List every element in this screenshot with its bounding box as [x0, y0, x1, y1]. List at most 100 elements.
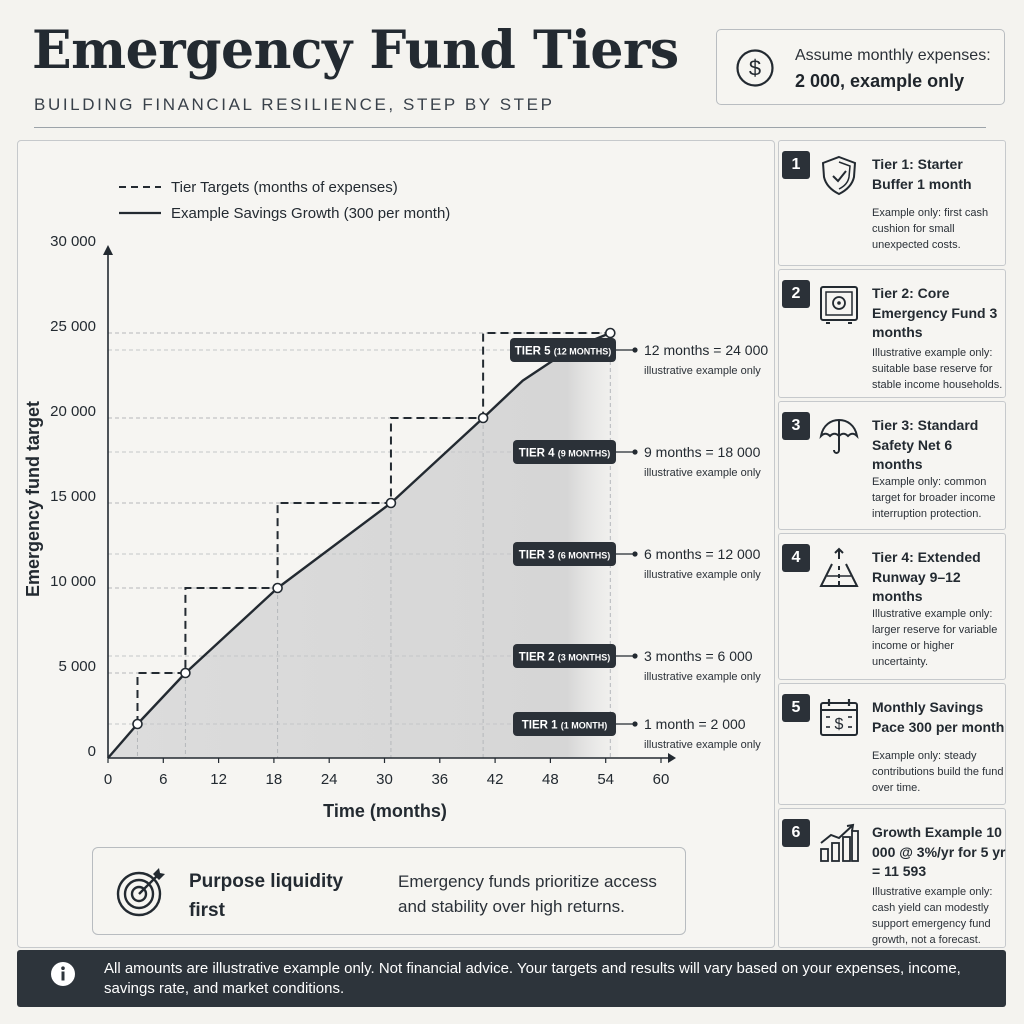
card-description: Example only: steady contributions build…	[872, 750, 1004, 794]
card-description: Illustrative example only: cash yield ca…	[872, 886, 993, 946]
x-tick-label: 42	[487, 771, 504, 788]
data-point-marker	[385, 497, 397, 509]
tier-note: illustrative example only	[644, 739, 761, 751]
y-axis-title: Emergency fund target	[23, 401, 43, 597]
data-point-marker	[605, 327, 616, 339]
card-number: 5	[782, 694, 810, 722]
tier-badge-label: TIER 1 (1 MONTH)	[522, 720, 607, 732]
page-subtitle: BUILDING FINANCIAL RESILIENCE, STEP BY S…	[34, 95, 555, 114]
card-number: 1	[782, 151, 810, 179]
x-tick-label: 24	[321, 771, 338, 788]
x-tick-label: 18	[266, 771, 283, 788]
dollar-icon: $	[736, 49, 774, 87]
tier-note: illustrative example only	[644, 467, 761, 479]
tier-badge	[513, 644, 616, 668]
disclaimer-footer: All amounts are illustrative example onl…	[17, 950, 1006, 1007]
y-tick-label: 5 000	[58, 658, 96, 675]
savings-area	[108, 333, 619, 758]
assumption-label: Assume monthly expenses:	[795, 47, 991, 64]
tier-card-5: 5 $ Monthly Savings Pace 300 per month E…	[778, 683, 1006, 805]
target-icon	[116, 868, 165, 917]
tier-badge-label: TIER 2 (3 MONTHS)	[519, 652, 610, 664]
x-tick-label: 60	[653, 771, 670, 788]
tier-card-4: 4 Tier 4: Extended Runway 9–12 months Il…	[778, 533, 1006, 680]
x-axis-title: Time (months)	[323, 801, 447, 821]
card-title: Growth Example 10 000 @ 3%/yr for 5 yr =…	[872, 824, 1006, 879]
tier-badge-label: TIER 4 (9 MONTHS)	[519, 448, 610, 460]
tier-value-label: 12 months = 24 000	[644, 342, 768, 358]
purpose-text: Emergency funds prioritize access and st…	[398, 872, 657, 916]
data-point-marker	[132, 718, 143, 730]
card-number: 6	[782, 819, 810, 847]
y-tick-label: 10 000	[50, 573, 96, 590]
runway-icon	[819, 547, 859, 587]
card-number: 3	[782, 412, 810, 440]
legend-label: Example Savings Growth (300 per month)	[171, 205, 450, 222]
y-tick-label: 15 000	[50, 488, 96, 505]
page-title: Emergency Fund Tiers	[32, 20, 679, 81]
safe-icon	[820, 286, 858, 324]
info-icon	[51, 962, 75, 986]
tier-connector-dot	[632, 449, 638, 455]
card-title: Tier 2: Core Emergency Fund 3 months	[872, 285, 998, 340]
card-title: Tier 4: Extended Runway 9–12 months	[872, 549, 981, 604]
shield-icon	[821, 155, 857, 196]
x-tick-label: 36	[431, 771, 448, 788]
tier-badge-label: TIER 3 (6 MONTHS)	[519, 550, 610, 562]
tier-badge	[513, 542, 616, 566]
tier-card-6: 6 Growth Example 10 000 @ 3%/yr for 5 yr…	[778, 808, 1006, 948]
tier-badge	[513, 440, 616, 464]
card-title: Tier 1: Starter Buffer 1 month	[872, 156, 972, 192]
y-tick-label: 25 000	[50, 318, 96, 335]
card-title: Tier 3: Standard Safety Net 6 months	[872, 417, 979, 472]
card-description: Illustrative example only: suitable base…	[872, 347, 1003, 391]
card-title: Monthly Savings Pace 300 per month	[872, 699, 1005, 735]
card-description: Example only: first cash cushion for sma…	[872, 207, 989, 251]
tier-connector-dot	[632, 347, 638, 353]
svg-text:$: $	[749, 56, 761, 81]
tier-card-2: 2 Tier 2: Core Emergency Fund 3 months I…	[778, 269, 1006, 398]
y-tick-label: 0	[88, 743, 96, 760]
tier-target-step-line	[136, 332, 611, 724]
tier-value-label: 6 months = 12 000	[644, 546, 761, 562]
card-description: Illustrative example only: larger reserv…	[872, 608, 998, 668]
data-point-marker	[272, 582, 283, 594]
x-tick-label: 6	[159, 771, 167, 788]
x-axis-arrow	[668, 753, 676, 763]
umbrella-icon	[819, 418, 859, 454]
card-description: Example only: common target for broader …	[872, 476, 996, 520]
y-axis-arrow	[103, 245, 113, 255]
x-tick-label: 54	[597, 771, 614, 788]
tier-chart: 0 6 12 18 24 30 36 42 48 54 60 0 5 000 10 000 15 000 20…	[23, 179, 768, 821]
x-tick-label: 12	[210, 771, 227, 788]
tier-connector-dot	[632, 551, 638, 557]
card-number: 2	[782, 280, 810, 308]
calendar-dollar-icon: $	[820, 699, 858, 736]
purpose-box: Purpose liquidity first Emergency funds …	[92, 847, 686, 935]
growth-chart-icon	[820, 823, 859, 862]
purpose-title: Purpose liquidity first	[189, 871, 344, 921]
y-tick-label: 20 000	[50, 403, 96, 420]
tier-note: illustrative example only	[644, 569, 761, 581]
tier-card-1: 1 Tier 1: Starter Buffer 1 month Example…	[778, 140, 1006, 266]
tier-card-3: 3 Tier 3: Standard Safety Net 6 months E…	[778, 401, 1006, 530]
x-tick-label: 48	[542, 771, 559, 788]
card-number: 4	[782, 544, 810, 572]
x-tick-label: 30	[376, 771, 393, 788]
tier-connector-dot	[632, 653, 638, 659]
tier-badge	[510, 338, 616, 362]
svg-text:$: $	[835, 716, 844, 733]
tier-note: illustrative example only	[644, 671, 761, 683]
tier-value-label: 3 months = 6 000	[644, 648, 753, 664]
tier-connector-dot	[632, 721, 638, 727]
tier-badge	[513, 712, 616, 736]
y-tick-label: 30 000	[50, 233, 96, 250]
tier-note: illustrative example only	[644, 365, 761, 377]
assumption-value: 2 000, example only	[795, 71, 965, 91]
x-tick-label: 0	[104, 771, 112, 788]
assumption-box: $ Assume monthly expenses: 2 000, exampl…	[716, 29, 1005, 105]
tier-value-label: 9 months = 18 000	[644, 444, 761, 460]
data-point-marker	[477, 412, 489, 424]
disclaimer-text: All amounts are illustrative example onl…	[104, 960, 961, 997]
chart-panel: 0 6 12 18 24 30 36 42 48 54 60 0 5 000 10 000 15 000 20…	[17, 140, 775, 948]
